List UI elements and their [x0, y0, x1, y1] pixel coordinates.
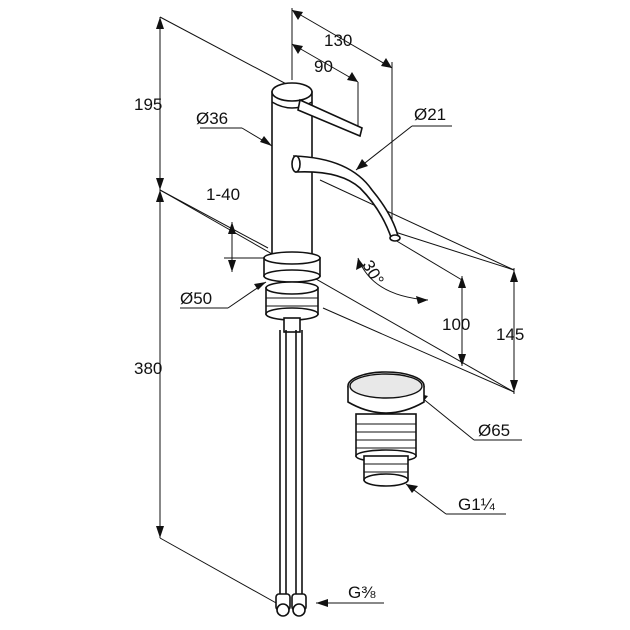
- label-145: 145: [496, 325, 524, 344]
- dimension-lines: [159, 8, 522, 605]
- label-base-diameter: Ø50: [180, 289, 212, 308]
- label-body-diameter: Ø36: [196, 109, 228, 128]
- label-spout-diameter: Ø21: [414, 105, 446, 124]
- label-380: 380: [134, 359, 162, 378]
- label-waste-diameter: Ø65: [478, 421, 510, 440]
- label-195: 195: [134, 95, 162, 114]
- label-angle: 30°: [358, 257, 387, 289]
- label-waste-thread: G1¼: [458, 495, 496, 514]
- label-130: 130: [324, 31, 352, 50]
- label-90: 90: [314, 57, 333, 76]
- label-100: 100: [442, 315, 470, 334]
- label-1-40: 1-40: [206, 185, 240, 204]
- tap-body: [263, 82, 401, 617]
- pop-up-waste: [347, 371, 425, 487]
- dimension-labels: 130 90 Ø36 Ø21 195 1-40 Ø50 30° 100 145 …: [134, 31, 524, 602]
- label-supply-thread: G⅜: [348, 583, 376, 602]
- arrowheads: [156, 10, 518, 607]
